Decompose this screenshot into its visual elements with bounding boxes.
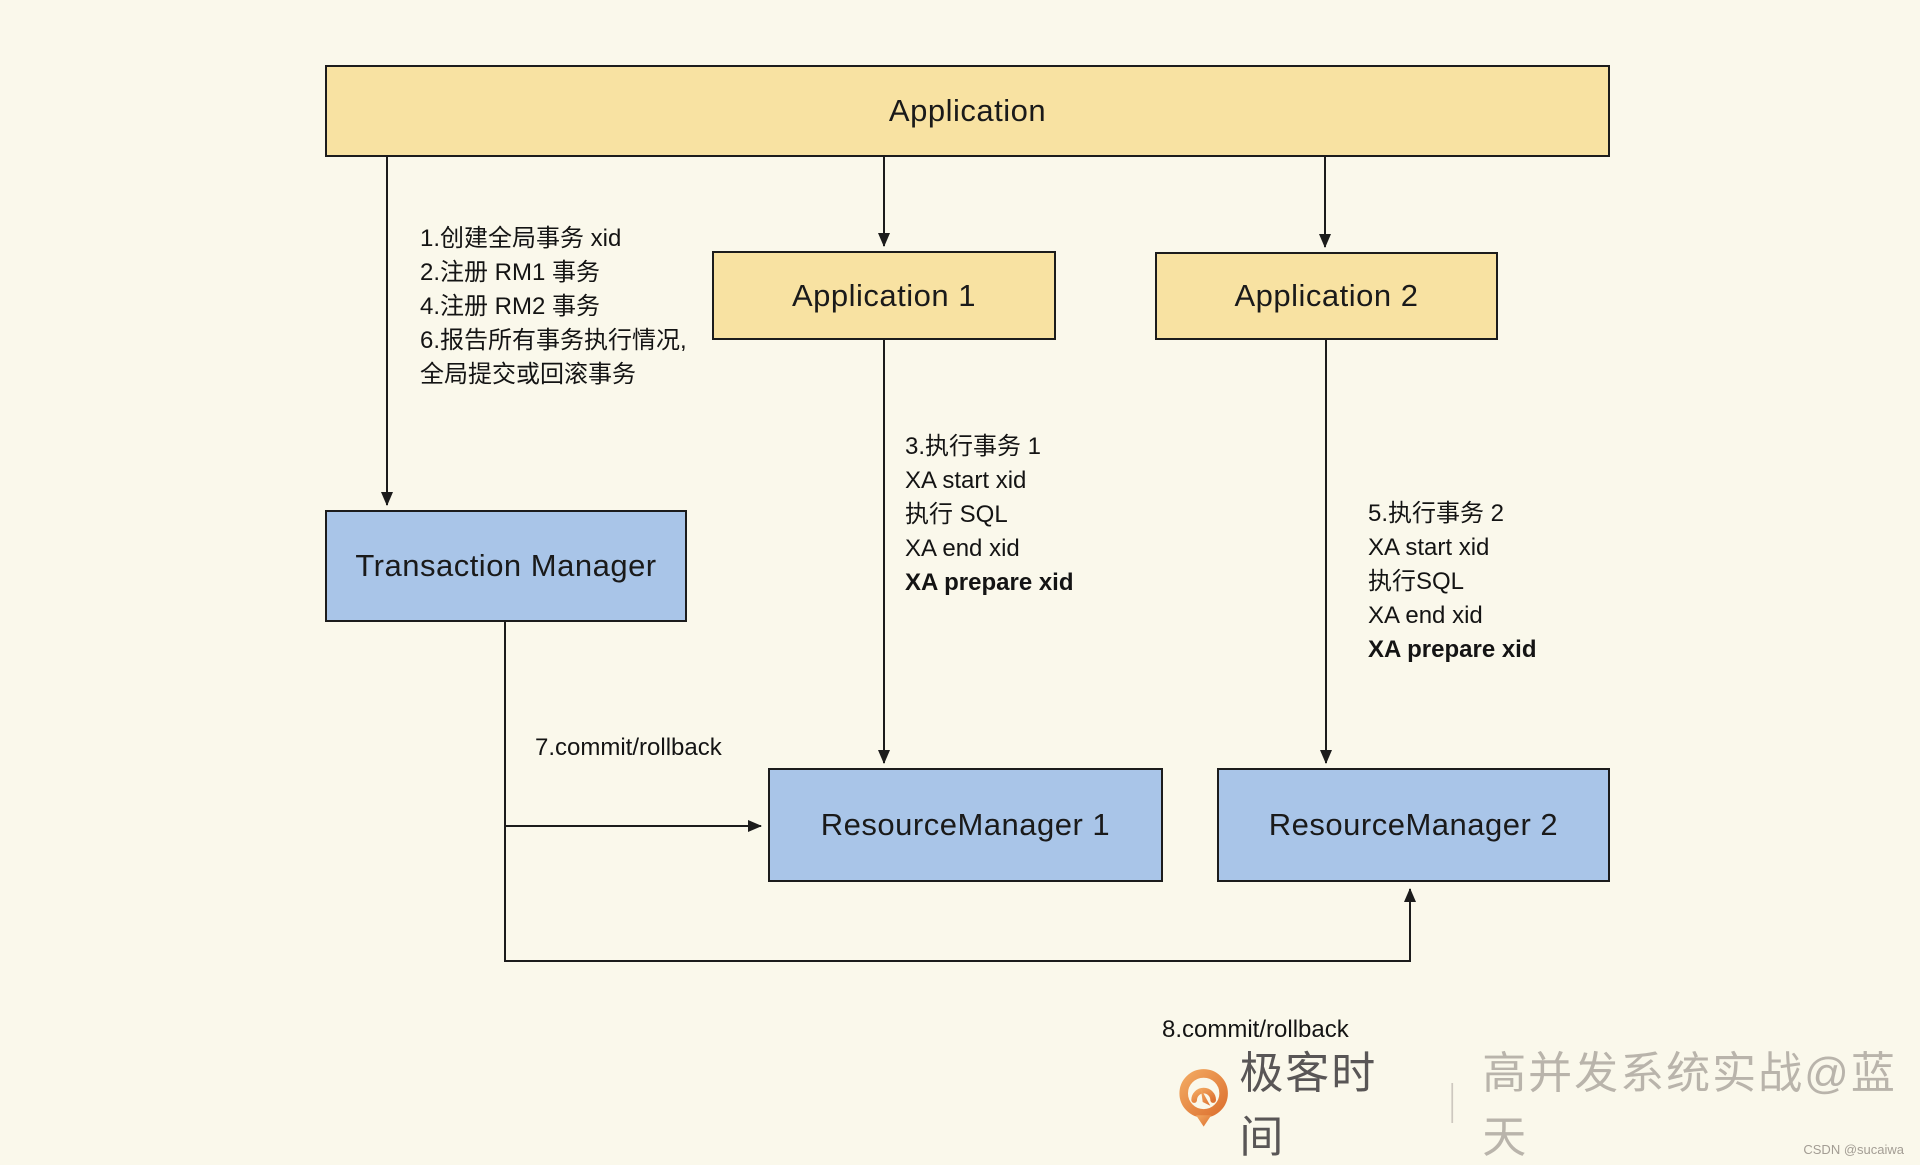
geek-time-logo-icon xyxy=(1179,1069,1228,1127)
tm-step-line: 全局提交或回滚事务 xyxy=(420,361,636,388)
application2-label: Application 2 xyxy=(1234,278,1419,313)
app1-step-line: XA end xid xyxy=(905,535,1020,562)
app2-step-line: XA prepare xid xyxy=(1368,636,1537,663)
application-box: Application xyxy=(325,65,1610,157)
resource-manager2-label: ResourceManager 2 xyxy=(1268,807,1559,842)
app1-step-line: 执行 SQL xyxy=(905,501,1008,528)
app1-steps-note: 3.执行事务 1 XA start xid 执行 SQL XA end xid … xyxy=(905,430,1074,600)
application1-box: Application 1 xyxy=(712,251,1056,340)
application2-box: Application 2 xyxy=(1155,252,1498,340)
app2-step-line: 执行SQL xyxy=(1368,568,1465,595)
application1-label: Application 1 xyxy=(791,277,976,313)
brand-name: 极客时间 xyxy=(1239,1049,1378,1162)
app2-steps-note: 5.执行事务 2 XA start xid 执行SQL XA end xid X… xyxy=(1368,497,1537,667)
commit-rollback-8-label: 8.commit/rollback xyxy=(1162,1016,1349,1043)
tm-steps-note: 1.创建全局事务 xid 2.注册 RM1 事务 4.注册 RM2 事务 6.报… xyxy=(420,222,687,392)
tm-step-line: 6.报告所有事务执行情况, xyxy=(420,327,687,354)
footer-brand-bar: 极客时间 ｜ 高并发系统实战@蓝天 xyxy=(1178,1049,1920,1162)
application-label: Application xyxy=(888,93,1047,128)
app2-step-line: 5.执行事务 2 xyxy=(1368,500,1505,527)
csdn-watermark: CSDN @sucaiwa xyxy=(1803,1142,1904,1157)
resource-manager2-box: ResourceManager 2 xyxy=(1217,768,1610,882)
app2-step-line: XA end xid xyxy=(1368,602,1483,629)
tm-step-line: 4.注册 RM2 事务 xyxy=(420,293,601,320)
resource-manager1-box: ResourceManager 1 xyxy=(768,768,1163,882)
footer-separator: ｜ xyxy=(1432,1083,1473,1127)
tm-step-line: 1.创建全局事务 xid xyxy=(420,225,622,252)
series-title: 高并发系统实战@蓝天 xyxy=(1482,1049,1897,1162)
app1-step-line: XA start xid xyxy=(905,467,1027,494)
app1-step-line: 3.执行事务 1 xyxy=(905,433,1042,460)
tm-step-line: 2.注册 RM1 事务 xyxy=(420,259,601,286)
resource-manager1-label: ResourceManager 1 xyxy=(820,807,1111,842)
transaction-manager-label: Transaction Manager xyxy=(355,548,657,583)
app1-step-line: XA prepare xid xyxy=(905,569,1074,596)
commit-rollback-7-label: 7.commit/rollback xyxy=(535,734,722,761)
app2-step-line: XA start xid xyxy=(1368,534,1490,561)
transaction-manager-box: Transaction Manager xyxy=(325,510,687,622)
